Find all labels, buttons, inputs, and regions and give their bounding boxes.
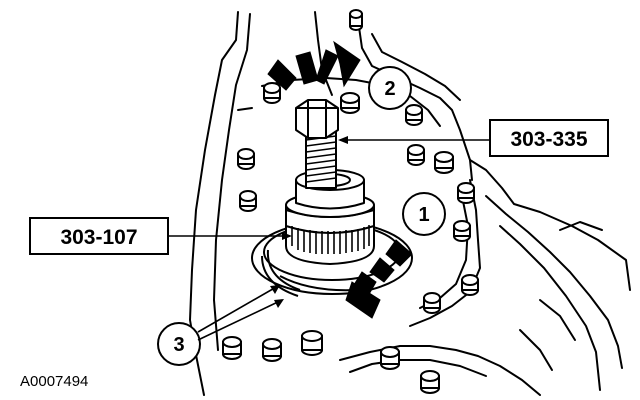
bolt-head xyxy=(263,82,281,104)
rotation-motion-lines xyxy=(261,249,357,297)
step-number: 1 xyxy=(418,204,429,226)
tool-number-upper: 303-335 xyxy=(510,128,587,151)
step-badge-3: 3 xyxy=(157,322,201,366)
step-number: 2 xyxy=(384,78,395,100)
bolt-head xyxy=(301,330,323,356)
bolt-head xyxy=(461,274,479,296)
bolt-head xyxy=(405,104,423,126)
bolt-head xyxy=(420,370,440,394)
bolt-head xyxy=(407,144,425,166)
bolt-head xyxy=(237,148,255,170)
step-number: 3 xyxy=(173,334,184,356)
puller-tool xyxy=(285,99,375,265)
leader-arrowheads xyxy=(270,136,348,308)
arrow-step-2 xyxy=(267,40,361,91)
bolt-head xyxy=(262,338,282,362)
bolt-head xyxy=(239,190,257,212)
knurled-ring xyxy=(291,225,370,254)
callout-303-107: 303-107 xyxy=(29,217,169,255)
bolt-head xyxy=(349,9,363,31)
bolt-head xyxy=(457,182,475,204)
step-badge-2: 2 xyxy=(368,66,412,110)
arrow-step-1 xyxy=(345,239,413,319)
housing-bolts xyxy=(222,9,479,394)
tool-number-lower: 303-107 xyxy=(60,226,137,249)
figure-reference-id: A0007494 xyxy=(20,373,88,390)
bolt-head xyxy=(340,92,360,114)
bolt-head xyxy=(434,151,454,174)
leader-lines xyxy=(168,139,490,341)
bolt-head xyxy=(453,220,471,242)
callout-303-335: 303-335 xyxy=(489,119,609,157)
bolt-head xyxy=(222,336,242,360)
bolt-head xyxy=(423,292,441,314)
bolt-head xyxy=(380,346,400,370)
step-badge-1: 1 xyxy=(402,192,446,236)
